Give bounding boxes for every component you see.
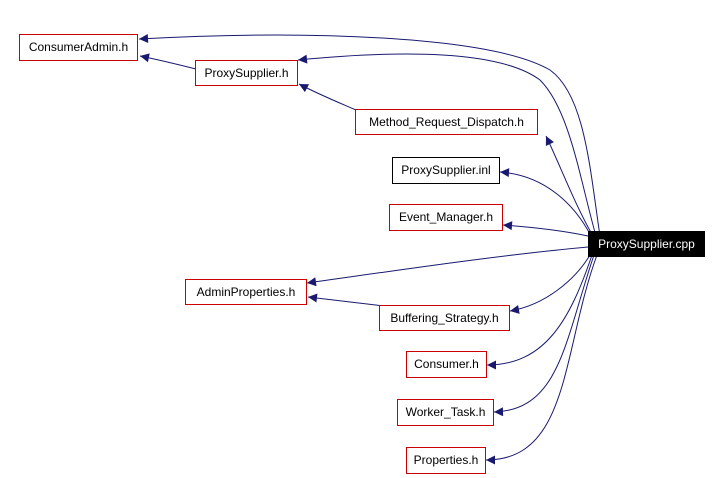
node-proxysupplier-inl[interactable]: ProxySupplier.inl (392, 157, 500, 184)
node-consumeradmin-h[interactable]: ConsumerAdmin.h (19, 34, 138, 61)
edge-cpp-to-worker-task (493, 254, 595, 417)
edge-cpp-to-adminproperties (306, 246, 589, 287)
edge-cpp-to-event-manager (502, 221, 589, 237)
node-consumer-h[interactable]: Consumer.h (406, 351, 487, 378)
edge-cpp-to-properties (485, 254, 598, 465)
edge-cpp-to-consumer (486, 254, 593, 370)
edge-cpp-to-proxysupplier-h (297, 53, 597, 237)
node-properties-h[interactable]: Properties.h (406, 447, 486, 474)
node-adminproperties-h[interactable]: AdminProperties.h (185, 279, 307, 305)
edge-proxysupplier-h-to-consumeradmin (139, 53, 197, 70)
edge-cpp-to-proxysupplier-inl (499, 168, 592, 237)
edge-buffering-to-adminproperties (307, 293, 385, 307)
edge-cpp-to-consumeradmin (138, 34, 601, 237)
edge-cpp-to-buffering (509, 254, 591, 314)
edge-method-request-to-proxysupplier-h (298, 83, 357, 111)
node-method-request-dispatch-h[interactable]: Method_Request_Dispatch.h (355, 109, 538, 135)
node-proxysupplier-h[interactable]: ProxySupplier.h (195, 60, 298, 86)
node-event-manager-h[interactable]: Event_Manager.h (389, 204, 503, 231)
edge-cpp-to-method-request (545, 135, 594, 237)
node-buffering-strategy-h[interactable]: Buffering_Strategy.h (379, 305, 510, 331)
node-worker-task-h[interactable]: Worker_Task.h (397, 399, 494, 426)
node-proxysupplier-cpp[interactable]: ProxySupplier.cpp (588, 231, 705, 257)
